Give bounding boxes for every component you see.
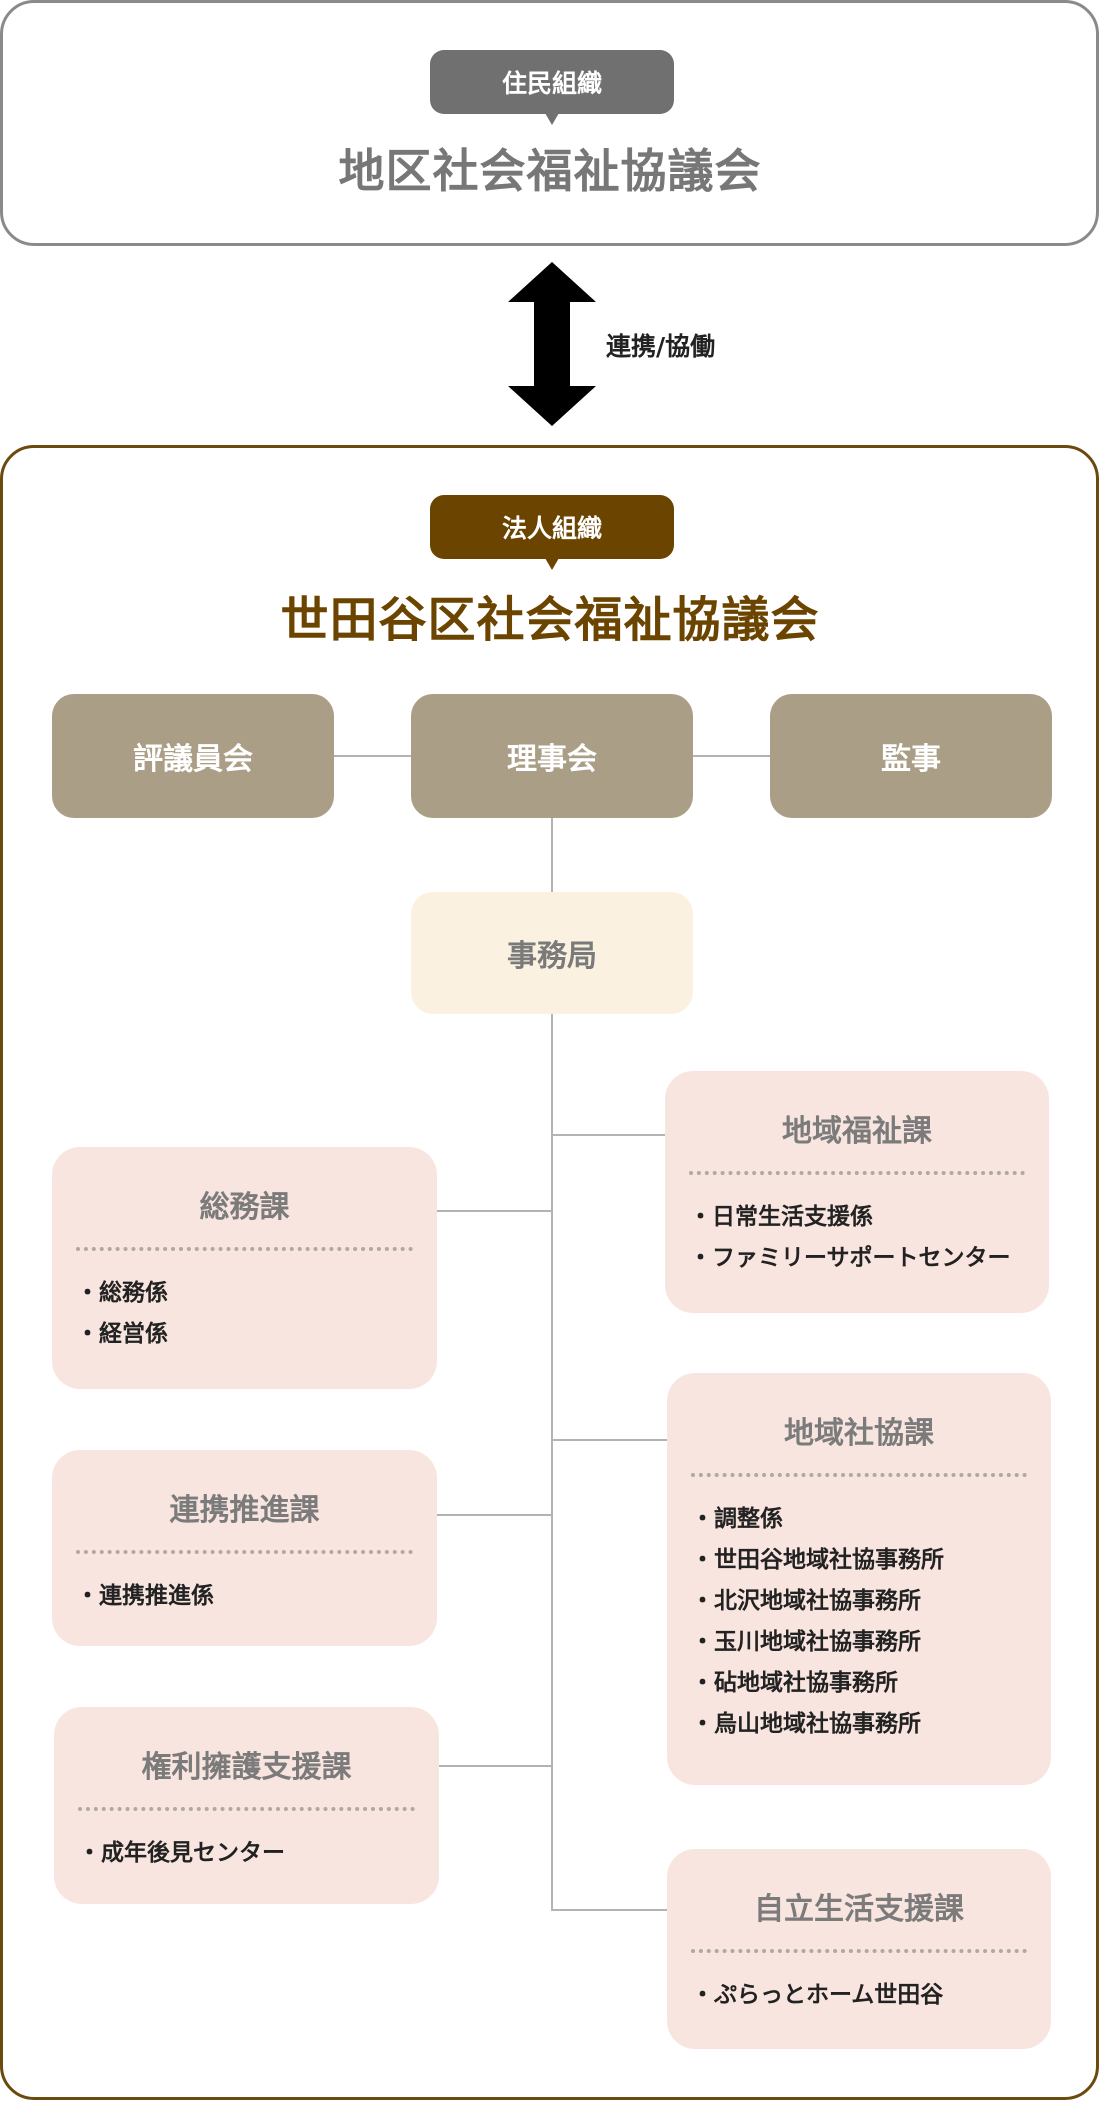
section-item-list: 成年後見センター (78, 1833, 415, 1874)
secretariat-box: 事務局 (411, 892, 693, 1014)
section-kenri: 権利擁護支援課 成年後見センター (54, 1707, 439, 1904)
section-item-list: 日常生活支援係 ファミリーサポートセンター (689, 1197, 1025, 1279)
list-item: 総務係 (76, 1273, 413, 1314)
list-item: 世田谷地域社協事務所 (691, 1540, 1027, 1581)
section-chiiki-fukushi: 地域福祉課 日常生活支援係 ファミリーサポートセンター (665, 1071, 1049, 1313)
dotted-divider (689, 1171, 1025, 1175)
double-headed-vertical-arrow-icon (508, 262, 596, 426)
section-title: 連携推進課 (169, 1493, 320, 1528)
list-item: 経営係 (76, 1314, 413, 1355)
relation-label: 連携/協働 (606, 332, 716, 361)
section-title: 自立生活支援課 (754, 1892, 964, 1927)
board-council: 評議員会 (52, 694, 334, 818)
corporate-org-tag: 法人組織 (430, 495, 674, 570)
section-renkei: 連携推進課 連携推進係 (52, 1450, 437, 1646)
list-item: 北沢地域社協事務所 (691, 1581, 1027, 1622)
corporate-org-title: 世田谷区社会福祉協議会 (280, 592, 820, 648)
list-item: 成年後見センター (78, 1833, 415, 1874)
dotted-divider (691, 1473, 1027, 1477)
section-title: 権利擁護支援課 (141, 1750, 352, 1785)
list-item: 砧地域社協事務所 (691, 1663, 1027, 1704)
section-somu: 総務課 総務係 経営係 (52, 1147, 437, 1389)
resident-org-title: 地区社会福祉協議会 (338, 144, 762, 198)
list-item: 調整係 (691, 1499, 1027, 1540)
section-title: 地域社協課 (784, 1416, 934, 1451)
section-item-list: 調整係 世田谷地域社協事務所 北沢地域社協事務所 玉川地域社協事務所 砧地域社協… (691, 1499, 1027, 1745)
dotted-divider (78, 1807, 415, 1811)
section-item-list: 連携推進係 (76, 1576, 413, 1617)
resident-org-tag-label: 住民組織 (501, 69, 602, 98)
list-item: 日常生活支援係 (689, 1197, 1025, 1238)
section-jiritsu: 自立生活支援課 ぷらっとホーム世田谷 (667, 1849, 1051, 2049)
section-item-list: 総務係 経営係 (76, 1273, 413, 1355)
list-item: ぷらっとホーム世田谷 (691, 1975, 1027, 2016)
corporate-org-tag-label: 法人組織 (501, 514, 602, 543)
board-directors: 理事会 (411, 694, 693, 818)
list-item: 連携推進係 (76, 1576, 413, 1617)
dotted-divider (76, 1247, 413, 1251)
list-item: 烏山地域社協事務所 (691, 1704, 1027, 1745)
dotted-divider (691, 1949, 1027, 1953)
section-title: 総務課 (199, 1190, 290, 1225)
board-auditor: 監事 (770, 694, 1052, 818)
resident-org-tag: 住民組織 (430, 50, 674, 125)
dotted-divider (76, 1550, 413, 1554)
section-item-list: ぷらっとホーム世田谷 (691, 1975, 1027, 2016)
list-item: ファミリーサポートセンター (689, 1238, 1025, 1279)
list-item: 玉川地域社協事務所 (691, 1622, 1027, 1663)
section-title: 地域福祉課 (782, 1114, 932, 1149)
section-chiiki-shakyo: 地域社協課 調整係 世田谷地域社協事務所 北沢地域社協事務所 玉川地域社協事務所… (667, 1373, 1051, 1785)
